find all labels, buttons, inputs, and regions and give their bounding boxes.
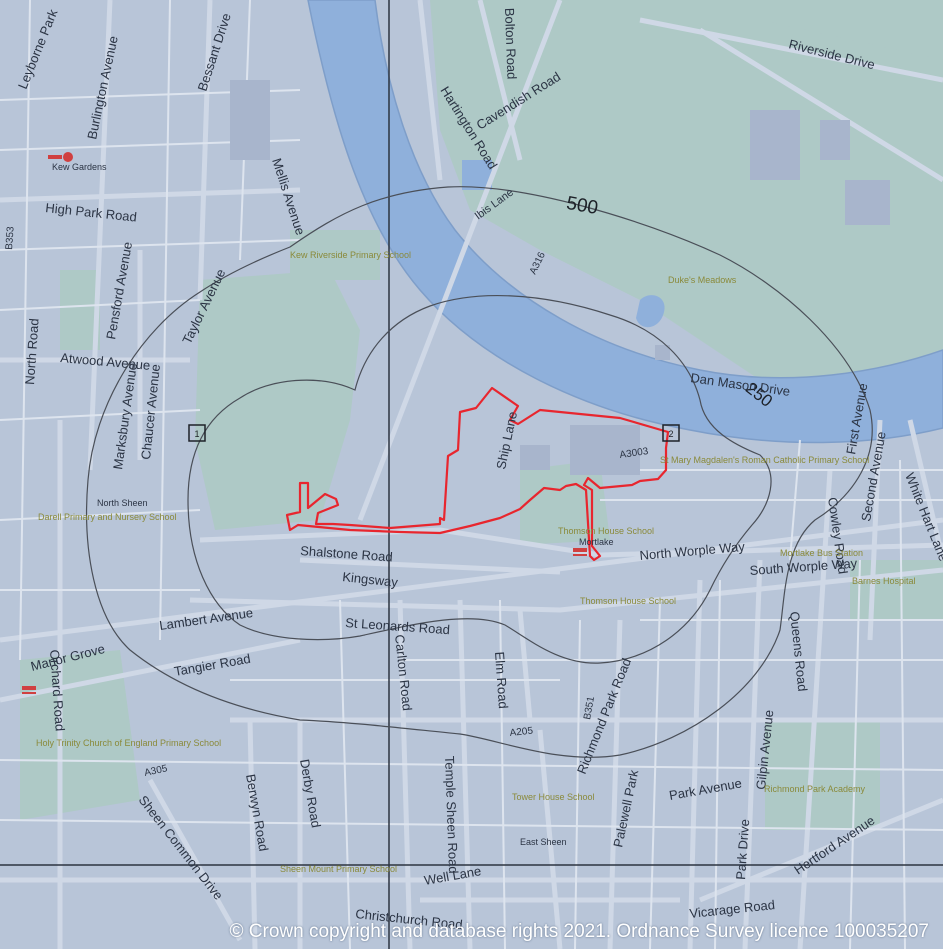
place-label: Holy Trinity Church of England Primary S… (36, 738, 221, 748)
place-label: Tower House School (512, 792, 595, 802)
road-label: A205 (509, 726, 534, 739)
lake (636, 295, 665, 328)
road-label: Bolton Road (502, 8, 519, 80)
place-label: Duke's Meadows (668, 275, 737, 285)
place-label: Kew Riverside Primary School (290, 250, 411, 260)
rail-icon-north-sheen (22, 686, 36, 694)
road-label: A3003 (619, 446, 650, 461)
buildings (230, 80, 890, 475)
road-label: Orchard Road (47, 649, 68, 732)
road-label: St Leonards Road (345, 615, 451, 637)
place-label: Darell Primary and Nursery School (38, 512, 177, 522)
road-label: B351 (582, 695, 597, 720)
place-label: Barnes Hospital (852, 576, 916, 586)
place-label: Thomson House School (580, 596, 676, 606)
marker-2[interactable]: 2 (662, 424, 680, 442)
place-label: Mortlake (579, 537, 614, 547)
site-boundary (285, 386, 670, 562)
copyright-notice: © Crown copyright and database rights 20… (229, 921, 930, 942)
road-label: Temple Sheen Road (442, 756, 461, 874)
marker-2-label: 2 (668, 429, 673, 439)
road-label: Kingsway (342, 569, 399, 590)
place-label: Kew Gardens (52, 162, 107, 172)
marker-1-label: 1 (194, 429, 199, 439)
contour-500m (86, 186, 873, 758)
place-label: Mortlake Bus Station (780, 548, 863, 558)
contour-250m (187, 294, 772, 664)
rail-icon-mortlake (573, 548, 587, 556)
road-label: Shalstone Road (300, 543, 393, 564)
road-label: Elm Road (492, 651, 511, 709)
place-label: St Mary Magdalen's Roman Catholic Primar… (660, 455, 869, 465)
road-label: B353 (4, 226, 17, 251)
place-labels: Kew Gardens Kew Riverside Primary School… (36, 162, 916, 874)
place-label: East Sheen (520, 837, 567, 847)
pond (462, 160, 492, 190)
road-label: A305 (143, 763, 169, 779)
place-label: Sheen Mount Primary School (280, 864, 397, 874)
marker-1[interactable]: 1 (188, 424, 206, 442)
rail-icon-kew-gardens (48, 152, 73, 162)
road-label: Park Drive (733, 819, 752, 881)
place-label: Thomson House School (558, 526, 654, 536)
place-label: Richmond Park Academy (764, 784, 866, 794)
road-label: North Road (22, 318, 42, 385)
place-label: North Sheen (97, 498, 148, 508)
